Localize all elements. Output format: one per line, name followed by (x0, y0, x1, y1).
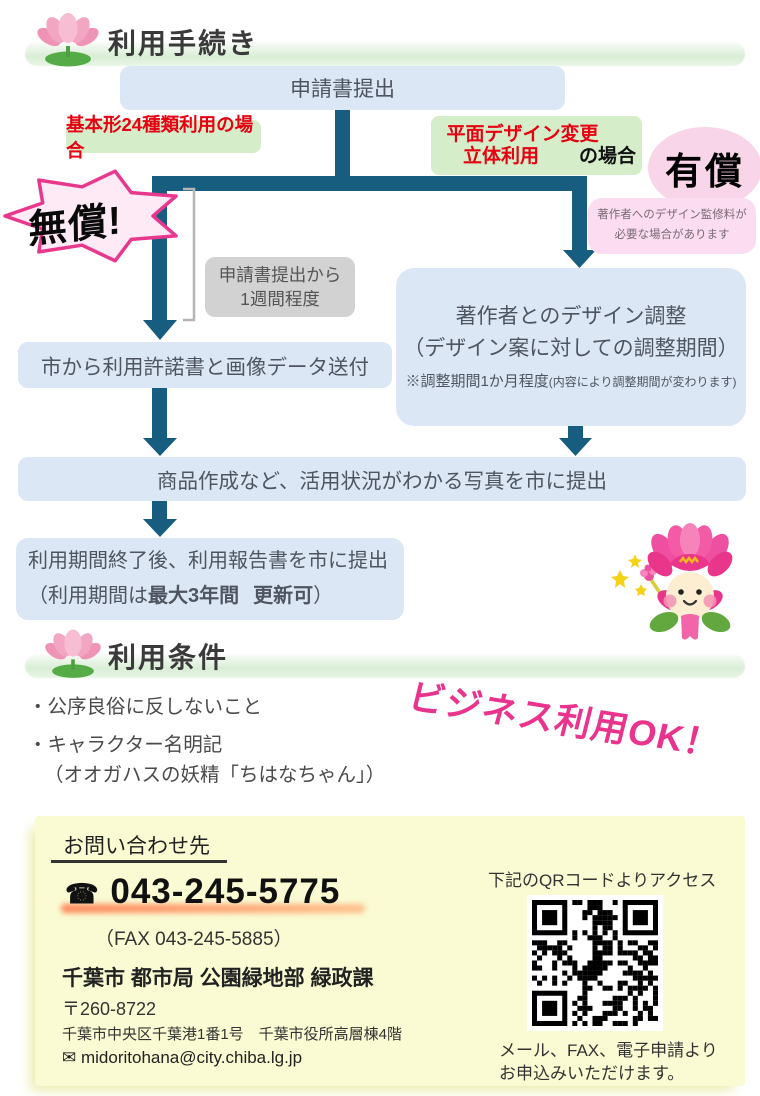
phone-icon: ☎ (65, 879, 100, 909)
wait-duration-note: 申請書提出から 1週間程度 (205, 257, 355, 317)
procedure-heading: 利用手続き (108, 28, 259, 59)
phone-number: 043-245-5775 (110, 872, 341, 911)
connector-center-vertical (335, 106, 350, 178)
lotus-icon (37, 13, 99, 67)
design-adjust-note-small: (内容により調整期間が変わります) (548, 374, 737, 389)
email-address: midoritohana@city.chiba.lg.jp (80, 1048, 303, 1067)
qr-code (527, 895, 663, 1031)
arrowhead-photo-to-report (143, 519, 177, 537)
report-line2-post: ） (313, 585, 334, 607)
design-adjust-note-row: ※調整期間1か月程度(内容により調整期間が変わります) (405, 370, 736, 393)
heading-band-conditions (25, 654, 745, 678)
case-right-line2-row: 立体利用 の場合 (431, 146, 642, 168)
qr-caption-bottom-line1: メール、FAX、電子申請より (499, 1041, 718, 1060)
heading-band-procedure (25, 42, 745, 66)
case-right-line2: 立体利用 (463, 145, 540, 167)
qr-code-image (532, 900, 658, 1026)
connector-license-to-photo (152, 388, 167, 440)
arrowhead-license-to-photo (143, 438, 177, 456)
condition-item-2: ・キャラクター名明記 (28, 734, 223, 756)
contact-box: お問い合わせ先 ☎ 043-245-5775 （FAX 043-245-5885… (35, 816, 745, 1086)
paid-badge: 有償 (648, 127, 760, 209)
phone-row: ☎ 043-245-5775 (65, 872, 340, 912)
flow-box-photo-submit: 商品作成など、活用状況がわかる写真を市に提出 (18, 457, 746, 501)
case-label-basic: 基本形24種類利用の場合 (66, 114, 261, 161)
department-name: 千葉市 都市局 公園緑地部 緑政課 (62, 967, 374, 990)
connector-right-leg (572, 176, 587, 252)
duration-bracket (183, 187, 196, 322)
email-row: ✉ midoritohana@city.chiba.lg.jp (62, 1048, 302, 1068)
arrowhead-design-to-photo (559, 438, 592, 456)
lotus-icon-conditions (45, 629, 101, 678)
fax-number: （FAX 043-245-5885） (95, 929, 293, 950)
condition-item-1: ・公序良俗に反しないこと (28, 696, 263, 718)
qr-caption-bottom-line2: お申込みいただけます。 (499, 1063, 685, 1083)
case-label-design-change: 平面デザイン変更 立体利用 の場合 (431, 116, 642, 175)
star-burst-icon (3, 169, 178, 263)
arrowhead-left-leg (143, 320, 177, 340)
wait-duration-line2: 1週間程度 (240, 289, 320, 309)
qr-caption-bottom: メール、FAX、電子申請より お申込みいただけます。 (499, 1040, 718, 1086)
condition-item-3: （オオガハスの妖精「ちはなちゃん」） (44, 764, 386, 786)
connector-horizontal-bar (152, 176, 587, 191)
connector-design-to-photo (568, 426, 583, 440)
case-right-line1: 平面デザイン変更 (446, 123, 599, 145)
phone-highlight (61, 904, 365, 913)
chihana-chan-mascot (611, 523, 733, 640)
flow-box-design-adjust: 著作者とのデザイン調整 （デザイン案に対しての調整期間） ※調整期間1か月程度(… (396, 268, 746, 426)
qr-caption-top: 下記のQRコードよりアクセス (488, 871, 717, 890)
street-address: 千葉市中央区千葉港1番1号 千葉市役所高層棟4階 (62, 1026, 403, 1043)
free-badge: 無償! (0, 168, 190, 268)
design-adjust-line1: 著作者とのデザイン調整 (455, 304, 687, 328)
report-line2-bold1: 最大3年間 (148, 585, 240, 607)
design-adjust-line2: （デザイン案に対しての調整期間） (403, 337, 739, 361)
design-adjust-note: ※調整期間1か月程度 (405, 372, 549, 390)
connector-photo-to-report (152, 501, 167, 521)
report-line1: 利用期間終了後、利用報告書を市に提出 (28, 550, 388, 572)
contact-heading: お問い合わせ先 (63, 835, 210, 858)
supervision-fee-note-line1: 著作者へのデザイン監修料が (597, 209, 747, 222)
wait-duration-line1: 申請書提出から (218, 264, 342, 285)
report-line2: （利用期間は最大3年間更新可） (28, 579, 333, 614)
email-icon: ✉ (62, 1048, 77, 1067)
postal-code: 〒260-8722 (62, 999, 157, 1019)
flow-box-submit: 申請書提出 (120, 66, 565, 110)
case-right-suffix: の場合 (578, 145, 636, 167)
report-line2-pre: （利用期間は (28, 585, 148, 607)
supervision-fee-note: 著作者へのデザイン監修料が 必要な場合があります (588, 198, 756, 254)
flow-box-license: 市から利用許諾書と画像データ送付 (18, 342, 392, 388)
flow-box-report: 利用期間終了後、利用報告書を市に提出 （利用期間は最大3年間更新可） (16, 538, 404, 620)
conditions-heading: 利用条件 (108, 642, 229, 673)
free-badge-label: 無償! (27, 199, 123, 253)
supervision-fee-note-line2: 必要な場合があります (614, 229, 730, 241)
arrowhead-right-leg (563, 250, 596, 268)
report-line2-bold2: 更新可 (253, 585, 314, 607)
contact-heading-underline (51, 860, 227, 863)
